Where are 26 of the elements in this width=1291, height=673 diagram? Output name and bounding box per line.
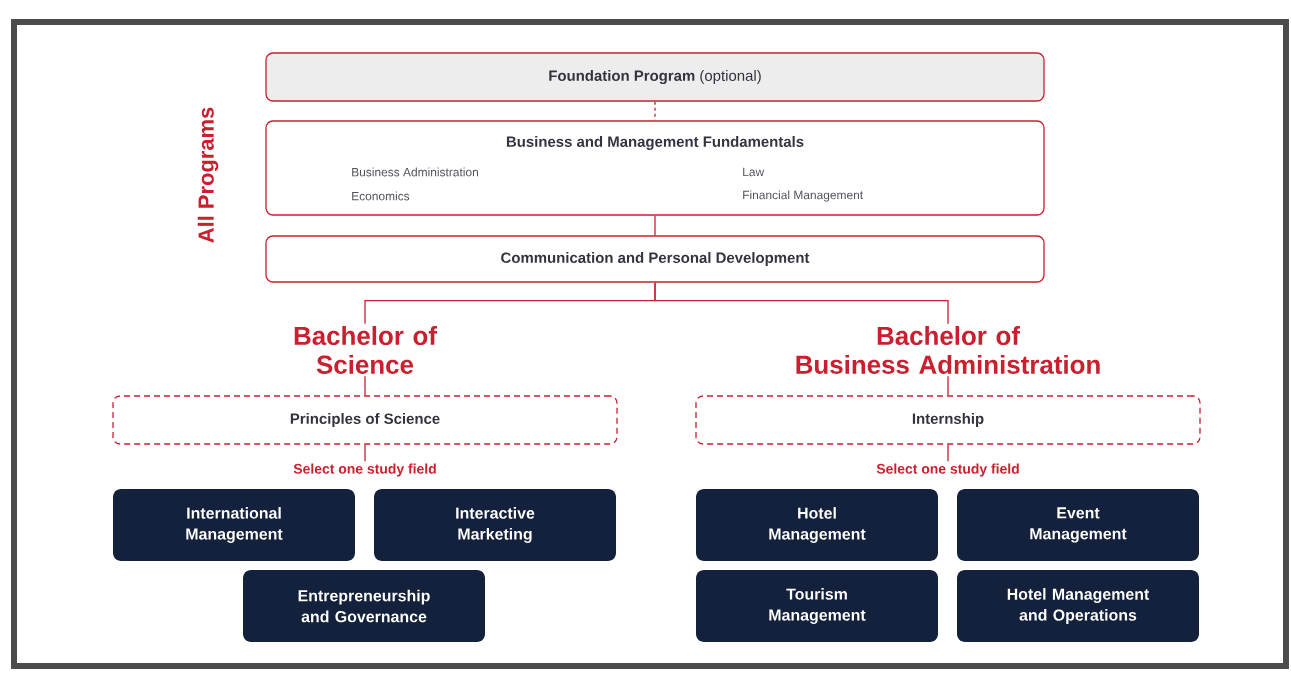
connector-line — [947, 444, 949, 462]
instruction-text: Select one study field — [293, 463, 436, 477]
connector-line — [364, 375, 366, 396]
study-field-box: Interactive Marketing — [374, 489, 616, 561]
study-field-box: Event Management — [957, 489, 1199, 561]
connector-line — [947, 375, 949, 396]
study-field-box: International Management — [113, 489, 355, 561]
study-field-box: Hotel Management and Operations — [957, 570, 1199, 642]
side-label: All Programs — [197, 107, 219, 243]
subject-text: Financial Management — [743, 190, 864, 202]
subject-text: Business Administration — [352, 167, 478, 177]
module-box: Principles of Science — [112, 395, 618, 445]
instruction-text: Select one study field — [876, 463, 1019, 477]
study-field-box: Entrepreneurship and Governance — [243, 570, 485, 642]
course-box: Communication and Personal Development — [265, 235, 1045, 283]
subject-text: Law — [743, 167, 765, 177]
study-field-box: Hotel Management — [696, 489, 938, 561]
subject-text: Economics — [352, 191, 410, 201]
study-field-box: Tourism Management — [696, 570, 938, 642]
module-box: Internship — [695, 395, 1201, 445]
connector-line — [654, 215, 656, 236]
degree-heading: Bachelor of Science — [294, 326, 437, 374]
connector-line — [364, 444, 366, 462]
connector-line — [654, 282, 949, 325]
degree-heading: Bachelor of Business Administration — [796, 326, 1100, 374]
optional-program-box: Foundation Program (optional) — [265, 52, 1045, 102]
